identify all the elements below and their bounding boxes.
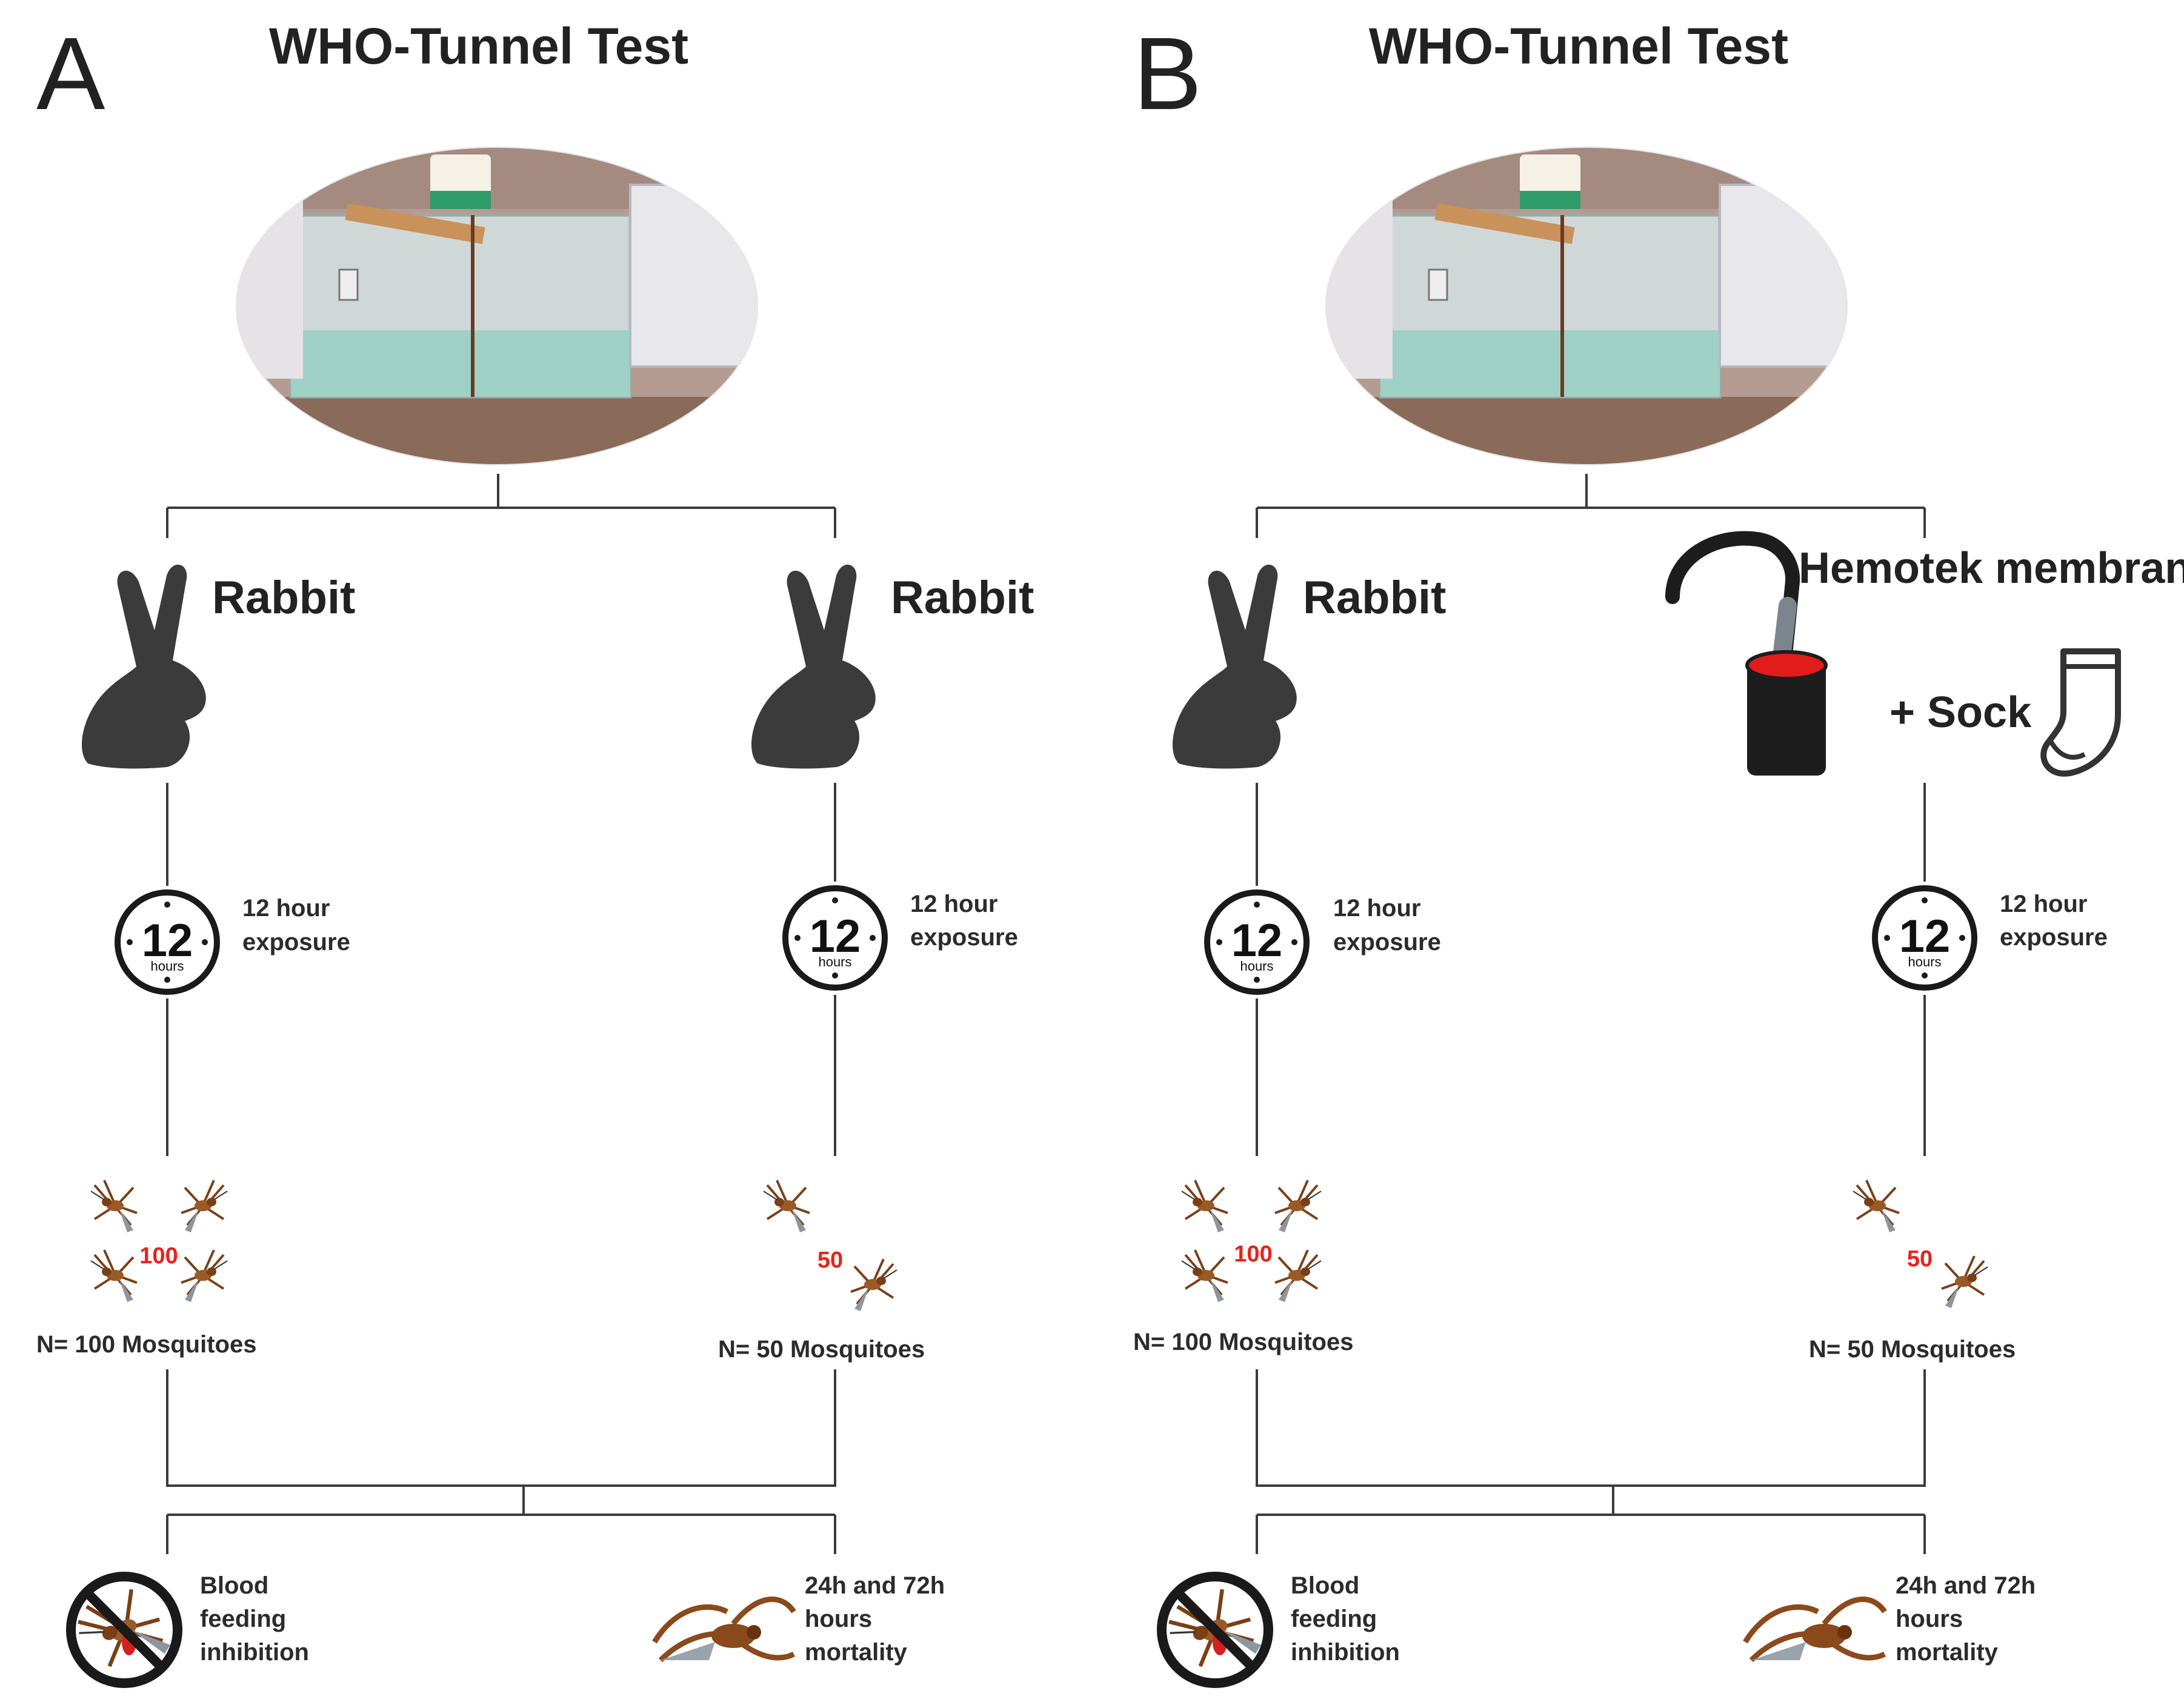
clock-number: 12	[1899, 911, 1951, 962]
mosquito-icon	[850, 1258, 898, 1312]
outcome-right-line3: mortality	[1896, 1639, 1999, 1666]
clock-unit: hours	[1240, 959, 1273, 974]
mosquito-count: 100	[139, 1243, 178, 1269]
panel-title: WHO-Tunnel Test	[1369, 18, 1788, 75]
exposure-line1: 12 hour	[910, 891, 997, 917]
branch-right: Hemotek membrane + Sock 12 hours 12 hour…	[1665, 531, 2184, 1363]
branch-right: Rabbit 12 hours 12 hour exposure 50 N= 5…	[718, 564, 1034, 1363]
clock-icon: 12 hours	[118, 892, 217, 992]
mosquito-icon	[180, 1249, 228, 1303]
outcome-left-line1: Blood	[200, 1572, 268, 1599]
panel-letter: B	[1133, 16, 1202, 131]
clock-unit: hours	[818, 954, 851, 969]
exposure-line2: exposure	[1333, 929, 1441, 956]
mosquito-count: 100	[1234, 1241, 1272, 1267]
mosquito-group	[762, 1179, 898, 1312]
mosquito-icon	[1180, 1249, 1229, 1303]
branch-left: Rabbit 12 hours 12 hour exposure 100 N= …	[36, 564, 355, 1358]
host-extra-label: + Sock	[1889, 688, 2032, 737]
outcome-left-line2: feeding	[1291, 1606, 1377, 1632]
mosquito-count: 50	[817, 1248, 843, 1273]
tunnel-photo	[1325, 147, 1848, 465]
rabbit-icon	[82, 564, 206, 769]
exposure-line2: exposure	[242, 929, 350, 956]
outcome-right-line2: hours	[805, 1606, 872, 1632]
exposure-line2: exposure	[2000, 924, 2108, 951]
clock-unit: hours	[150, 959, 184, 974]
mosquito-icon	[1274, 1179, 1322, 1234]
outcome-right-line1: 24h and 72h	[805, 1572, 945, 1599]
exposure-line1: 12 hour	[1333, 895, 1420, 922]
outcome-left-line1: Blood	[1291, 1572, 1359, 1599]
clock-number: 12	[142, 915, 193, 966]
rabbit-icon	[751, 564, 876, 769]
mosquito-icon	[90, 1179, 138, 1234]
clock-icon: 12 hours	[1207, 892, 1307, 992]
host-label: Rabbit	[212, 572, 355, 623]
mosquito-icon	[1940, 1255, 1989, 1309]
exposure-line1: 12 hour	[242, 895, 330, 922]
clock-unit: hours	[1908, 954, 1941, 969]
n-label: N= 50 Mosquitoes	[1809, 1336, 2016, 1363]
n-label: N= 100 Mosquitoes	[36, 1331, 256, 1358]
no-feeding-icon	[69, 1577, 178, 1687]
host-label: Hemotek membrane	[1799, 544, 2184, 593]
outcome-left-line2: feeding	[200, 1606, 286, 1632]
clock-number: 12	[1231, 915, 1283, 966]
hemotek-icon	[1665, 531, 1828, 776]
no-feeding-icon	[1160, 1577, 1268, 1687]
exposure-line2: exposure	[910, 924, 1018, 951]
mosquito-icon	[180, 1179, 228, 1234]
mosquito-icon	[1852, 1179, 1900, 1234]
outcome-right-line3: mortality	[805, 1639, 908, 1666]
dead-mosquito-icon	[654, 1600, 794, 1660]
clock-icon: 12 hours	[785, 888, 885, 988]
panel-title: WHO-Tunnel Test	[269, 18, 688, 75]
exposure-line1: 12 hour	[2000, 891, 2087, 917]
clock-number: 12	[810, 911, 861, 962]
mosquito-group	[1852, 1179, 1989, 1309]
tunnel-photo	[236, 147, 758, 465]
mosquito-group	[90, 1179, 228, 1303]
panel-letter: A	[36, 16, 105, 131]
host-label: Rabbit	[1303, 572, 1446, 623]
outcome-right-line2: hours	[1896, 1606, 1963, 1632]
mosquito-icon	[1180, 1179, 1229, 1234]
n-label: N= 50 Mosquitoes	[718, 1336, 925, 1363]
panel-a: A WHO-Tunnel Test Rabbit 12 hours 12 hou…	[36, 16, 1034, 1687]
mosquito-icon	[762, 1179, 811, 1234]
mosquito-icon	[1274, 1249, 1322, 1303]
branch-left: Rabbit 12 hours 12 hour exposure 100 N= …	[1133, 564, 1446, 1355]
panel-b: B WHO-Tunnel Test Rabbit 12 hours 12 hou…	[1133, 16, 2184, 1687]
rabbit-icon	[1173, 564, 1297, 769]
dead-mosquito-icon	[1745, 1600, 1885, 1660]
outcome-left-line3: inhibition	[200, 1639, 309, 1666]
mosquito-icon	[90, 1249, 138, 1303]
outcome-left-line3: inhibition	[1291, 1639, 1400, 1666]
mosquito-count: 50	[1907, 1246, 1933, 1272]
clock-icon: 12 hours	[1875, 888, 1974, 988]
n-label: N= 100 Mosquitoes	[1133, 1329, 1353, 1355]
host-label: Rabbit	[891, 572, 1034, 623]
sock-icon	[2040, 648, 2121, 777]
outcome-right-line1: 24h and 72h	[1896, 1572, 2036, 1599]
